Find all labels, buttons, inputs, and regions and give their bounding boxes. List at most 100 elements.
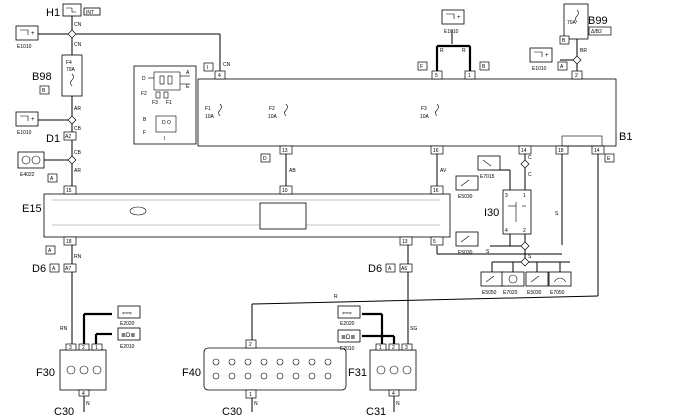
- ground-ref-e7020: E7020: [501, 271, 525, 296]
- svg-text:E2010: E2010: [340, 346, 355, 352]
- ground-ref-e2020-right: ⇦⇨ E2020: [337, 305, 361, 327]
- wire-cn: CN: [74, 22, 82, 28]
- svg-text:1: 1: [379, 345, 382, 351]
- svg-text:F: F: [143, 130, 146, 136]
- svg-text:F2: F2: [269, 106, 275, 112]
- svg-text:D: D: [142, 76, 146, 82]
- section-tag-a-left: [47, 173, 58, 183]
- ground-ref-e1010-right: + E1010: [529, 47, 553, 72]
- svg-text:A: A: [388, 266, 392, 272]
- ground-ref-e7050: E7050: [548, 271, 572, 296]
- d1-label: D1: [46, 133, 60, 145]
- svg-text:⇦⇨: ⇦⇨: [342, 311, 352, 317]
- svg-text:A: A: [186, 70, 190, 76]
- ground-ref-e2020-left: ⇦⇨ E2020: [117, 305, 141, 327]
- svg-text:N: N: [254, 401, 258, 407]
- svg-text:≣D≣: ≣D≣: [121, 330, 135, 339]
- svg-text:E1010: E1010: [17, 130, 32, 136]
- svg-text:10A: 10A: [205, 114, 215, 120]
- svg-text:E1010: E1010: [444, 29, 459, 35]
- svg-text:10: 10: [282, 188, 288, 194]
- svg-text:3: 3: [405, 345, 408, 351]
- svg-text:13: 13: [402, 239, 408, 245]
- ground-ref-e4022: E4022: [17, 151, 45, 178]
- h1-component: H1 INT CN CN: [46, 3, 101, 48]
- f30-connector: F30 3 2 1 4 N: [36, 343, 107, 407]
- ground-ref-e1010-2: + E1010: [15, 111, 39, 136]
- svg-text:16: 16: [433, 188, 439, 194]
- ground-ref-e1010-top: + E1010: [441, 9, 465, 35]
- svg-text:A: A: [50, 176, 54, 182]
- svg-text:A: A: [560, 64, 564, 70]
- f31-connector: F31 1 2 3 4 N: [348, 343, 417, 407]
- svg-text:13: 13: [282, 148, 288, 154]
- svg-text:AV: AV: [440, 168, 447, 174]
- svg-text:10A: 10A: [420, 114, 430, 120]
- svg-text:E: E: [186, 84, 190, 90]
- svg-text:18: 18: [66, 239, 72, 245]
- f40-label: F40: [182, 367, 201, 379]
- e15-label: E15: [22, 203, 42, 215]
- d6-left: D6 A A7 RN RN: [32, 254, 82, 332]
- b99-fuse: 70A B99 Δ/B2 B: [559, 3, 612, 45]
- svg-text:4: 4: [505, 228, 508, 234]
- f40-pin-row-top: [212, 358, 332, 366]
- int-label: INT: [86, 10, 94, 16]
- svg-text:B: B: [143, 117, 147, 123]
- svg-text:E: E: [607, 156, 611, 162]
- svg-text:R: R: [334, 294, 338, 300]
- svg-text:Δ/B2: Δ/B2: [591, 29, 602, 35]
- svg-text:+: +: [31, 31, 35, 37]
- ground-ref-e5030-a: E5030: [455, 175, 479, 200]
- svg-text:CB: CB: [74, 150, 82, 156]
- svg-text:E4022: E4022: [20, 172, 35, 178]
- svg-text:A7: A7: [65, 266, 71, 272]
- svg-text:A: A: [52, 266, 56, 272]
- h1-label: H1: [46, 7, 60, 19]
- svg-text:15: 15: [66, 188, 72, 194]
- svg-text:E7050: E7050: [550, 290, 565, 296]
- svg-text:BR: BR: [580, 48, 587, 54]
- svg-text:≣D≣: ≣D≣: [341, 332, 355, 341]
- svg-text:2: 2: [82, 345, 85, 351]
- svg-text:N: N: [396, 401, 400, 407]
- b99-label: B99: [588, 15, 608, 27]
- svg-text:A6: A6: [401, 266, 407, 272]
- e15-module: E15 15 10 16 18 13 5 A: [22, 185, 451, 255]
- svg-text:I: I: [207, 65, 208, 71]
- svg-text:1: 1: [523, 193, 526, 199]
- svg-text:14: 14: [521, 148, 527, 154]
- svg-text:C: C: [528, 172, 532, 178]
- svg-text:AB: AB: [289, 168, 296, 174]
- svg-text:E7020: E7020: [503, 290, 518, 296]
- svg-text:70A: 70A: [66, 67, 76, 73]
- ground-ref-e2010-left: ≣D≣ E2010: [117, 327, 141, 350]
- svg-text:F4: F4: [66, 60, 72, 66]
- i30-label: I30: [484, 207, 499, 219]
- svg-text:E2020: E2020: [120, 321, 135, 327]
- svg-text:F1: F1: [166, 100, 172, 106]
- svg-text:2: 2: [249, 342, 252, 348]
- svg-text:⇦⇨: ⇦⇨: [122, 311, 132, 317]
- ground-ref-e5030-c: E5030: [525, 271, 549, 296]
- svg-text:F3: F3: [152, 100, 158, 106]
- svg-text:F3: F3: [421, 106, 427, 112]
- svg-text:3: 3: [505, 193, 508, 199]
- svg-text:18: 18: [558, 148, 564, 154]
- svg-text:4: 4: [392, 391, 395, 397]
- svg-text:AR: AR: [74, 168, 81, 174]
- f30-label: F30: [36, 367, 55, 379]
- d6-left-label: D6: [32, 263, 46, 275]
- svg-text:+: +: [31, 117, 35, 123]
- c31-label: C31: [366, 406, 386, 418]
- svg-text:A2: A2: [65, 134, 71, 140]
- svg-text:5: 5: [433, 239, 436, 245]
- junctions: [67, 29, 582, 267]
- b98-label: B98: [32, 71, 52, 83]
- d6-right-label: D6: [368, 263, 382, 275]
- svg-text:R: R: [462, 48, 466, 54]
- f31-label: F31: [348, 367, 367, 379]
- ground-ref-e2010-right: ≣D≣ E2010: [337, 329, 361, 352]
- svg-text:E2020: E2020: [340, 321, 355, 327]
